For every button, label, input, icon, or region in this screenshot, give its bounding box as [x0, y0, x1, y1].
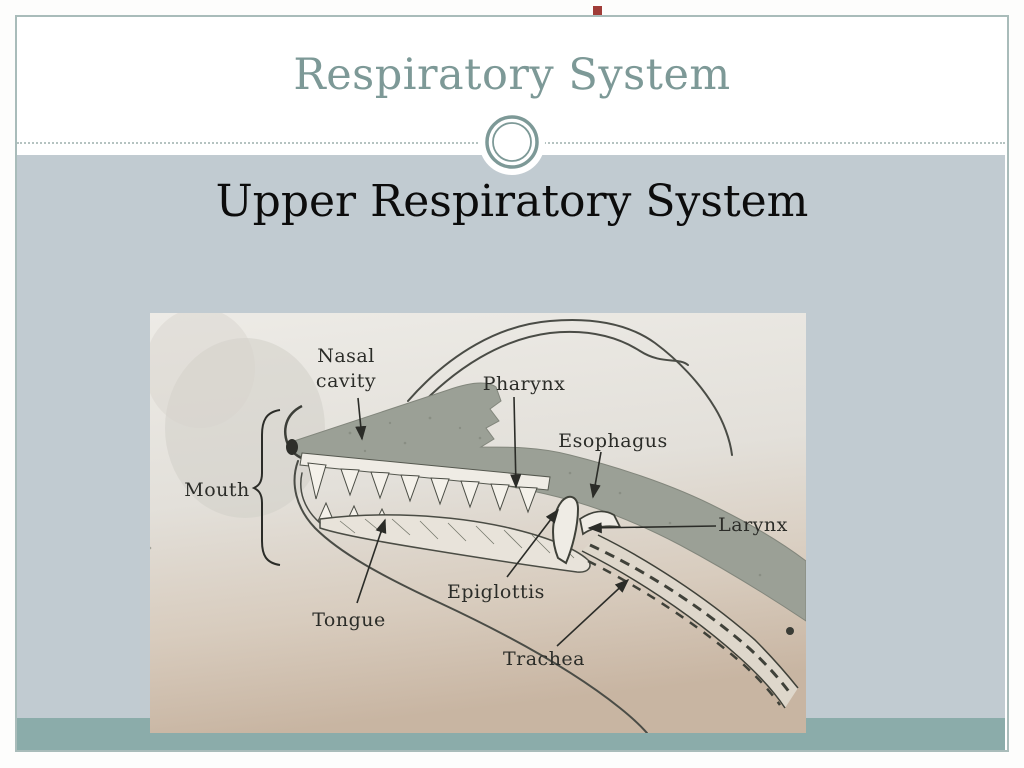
larynx-arrow	[587, 522, 717, 534]
shading-stipple	[150, 416, 762, 577]
paper-shadow-blob	[165, 338, 325, 518]
upper-teeth	[307, 462, 538, 514]
ornament-inner-ring	[492, 122, 532, 162]
label-larynx: Larynx	[718, 514, 788, 536]
label-trachea: Trachea	[503, 648, 585, 670]
mouth-brace	[251, 409, 281, 566]
upper-respiratory-diagram: Nasal cavity Pharynx Esophagus Mouth Lar…	[150, 313, 806, 733]
epiglottis-arrow	[506, 508, 559, 578]
label-nasal-cavity-line1: Nasal	[317, 345, 375, 367]
ornament-outer-ring	[485, 115, 539, 169]
anatomy-diagram-photo: Nasal cavity Pharynx Esophagus Mouth Lar…	[150, 313, 806, 733]
slide-title: Respiratory System	[293, 50, 731, 100]
pointer-lines	[355, 396, 717, 647]
circle-ornament-rings	[479, 109, 545, 175]
head-outline	[407, 318, 733, 456]
slide-subtitle: Upper Respiratory System	[215, 176, 809, 227]
nostril	[286, 439, 298, 455]
accent-square	[593, 6, 602, 15]
jaw-neck-outline	[293, 460, 648, 733]
pharynx-arrow	[510, 396, 522, 489]
nasal-cavity-arrow	[355, 397, 367, 441]
tongue-arrow	[356, 518, 387, 604]
ornament-white-disc	[479, 109, 545, 175]
trachea-tube	[582, 535, 798, 708]
esophagus-arrow	[589, 451, 602, 499]
dark-mark	[786, 627, 794, 635]
label-esophagus: Esophagus	[558, 430, 667, 452]
epiglottis-shape	[552, 495, 580, 565]
trachea-arrow	[556, 578, 630, 647]
label-mouth: Mouth	[184, 479, 250, 501]
label-epiglottis: Epiglottis	[447, 581, 545, 603]
label-tongue: Tongue	[312, 609, 386, 631]
label-pharynx: Pharynx	[483, 373, 566, 395]
label-nasal-cavity-line2: cavity	[316, 370, 376, 392]
circle-ornament	[477, 107, 547, 177]
palate-strip	[299, 452, 551, 491]
paper-shadow-blob2	[150, 313, 255, 428]
